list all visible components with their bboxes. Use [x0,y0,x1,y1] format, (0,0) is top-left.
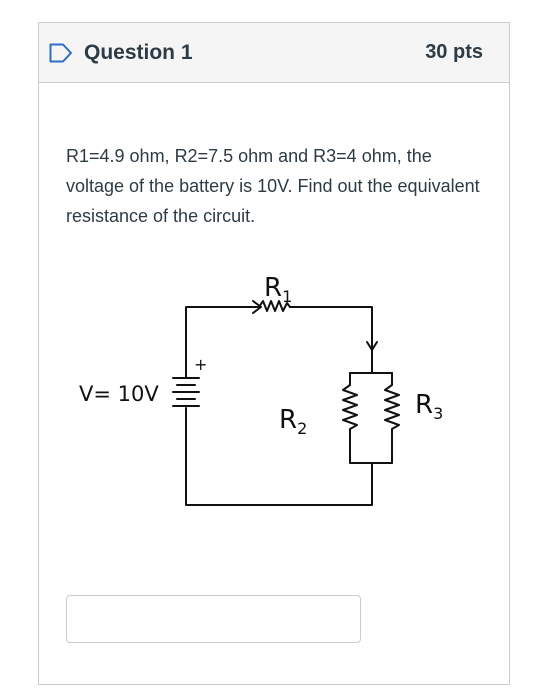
question-text: R1=4.9 ohm, R2=7.5 ohm and R3=4 ohm, the… [66,146,480,226]
wire-bottom [185,407,373,506]
r1-label: R1 [264,273,292,306]
question-header: Question 1 30 pts [39,23,509,83]
circuit-diagram: R1 R2 R3 V= 10V + [79,273,443,506]
resistor-r3 [384,372,400,464]
bookmark-flag-icon[interactable] [49,43,73,63]
voltage-label: V= 10V [79,382,159,406]
battery-plus: + [194,355,207,374]
answer-input[interactable] [66,595,361,643]
r2-label: R2 [279,405,307,438]
resistor-r1 [258,300,291,312]
r3-label: R3 [415,390,443,423]
wire-top-left [185,306,260,379]
battery [172,377,200,407]
current-arrow [252,300,262,314]
resistor-r2 [342,372,358,464]
question-card: Question 1 30 pts R1=4.9 ohm, R2=7.5 ohm… [38,22,510,685]
question-points: 30 pts [425,41,483,63]
wire-top-right [289,306,373,349]
question-title: Question 1 [84,40,193,64]
